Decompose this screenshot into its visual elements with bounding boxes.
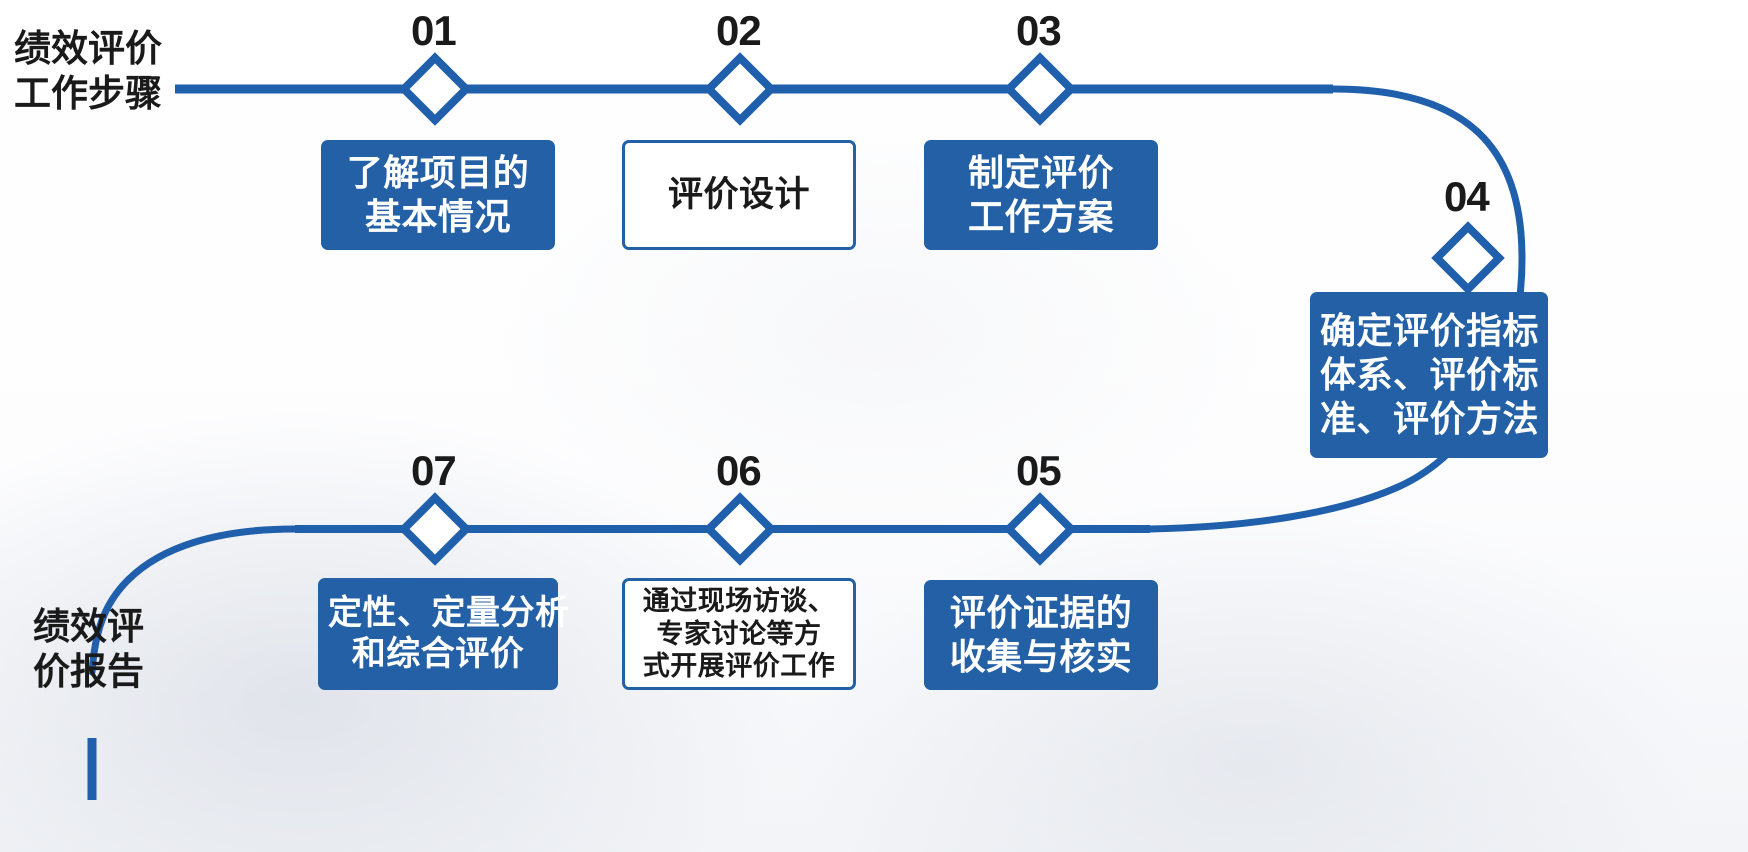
step-box-01-line-2: 基本情况 bbox=[364, 196, 511, 237]
step-box-03[interactable]: 制定评价 工作方案 bbox=[924, 140, 1158, 250]
step-box-02[interactable]: 评价设计 bbox=[622, 140, 856, 250]
step-box-04-line-3: 准、评价方法 bbox=[1320, 397, 1540, 439]
diamond-marker-02 bbox=[703, 52, 777, 126]
step-box-05[interactable]: 评价证据的 收集与核实 bbox=[924, 580, 1158, 690]
step-number-01: 01 bbox=[411, 7, 457, 54]
step-number-07: 07 bbox=[411, 447, 457, 494]
step-number-02: 02 bbox=[716, 7, 762, 54]
bottom-left-curve bbox=[88, 525, 299, 676]
step-box-07-line-1: 定性、定量分析 bbox=[328, 593, 570, 632]
step-number-05: 05 bbox=[1016, 447, 1062, 494]
diamond-marker-07 bbox=[398, 492, 472, 566]
step-box-06-line-2: 专家讨论等方 bbox=[656, 618, 822, 649]
step-box-01-line-1: 了解项目的 bbox=[346, 152, 530, 194]
step-box-06-line-3: 式开展评价工作 bbox=[642, 651, 836, 682]
step-box-07-line-2: 和综合评价 bbox=[351, 635, 525, 673]
step-box-04-line-1: 确定评价指标 bbox=[1320, 310, 1540, 352]
step-box-03-line-1: 制定评价 bbox=[967, 152, 1114, 194]
step-box-01[interactable]: 了解项目的 基本情况 bbox=[321, 140, 555, 250]
diamond-marker-06 bbox=[703, 492, 777, 566]
step-box-04-line-2: 体系、评价标 bbox=[1320, 354, 1540, 396]
step-number-04: 04 bbox=[1444, 173, 1490, 220]
step-box-06-line-1: 通过现场访谈、 bbox=[642, 585, 836, 616]
diamond-marker-01 bbox=[398, 52, 472, 126]
step-box-05-line-2: 收集与核实 bbox=[949, 636, 1133, 677]
step-box-05-line-1: 评价证据的 bbox=[949, 592, 1133, 634]
section-title-bottom-left-line-2: 价报告 bbox=[33, 651, 144, 693]
step-box-07[interactable]: 定性、定量分析 和综合评价 bbox=[318, 578, 570, 690]
step-number-03: 03 bbox=[1016, 7, 1062, 54]
section-title-top-left: 绩效评价 工作步骤 bbox=[14, 26, 162, 116]
step-box-02-line-1: 评价设计 bbox=[667, 174, 810, 214]
section-title-bottom-left: 绩效评 价报告 bbox=[33, 604, 144, 694]
step-box-03-line-2: 工作方案 bbox=[967, 196, 1114, 237]
step-box-04[interactable]: 确定评价指标 体系、评价标 准、评价方法 bbox=[1310, 292, 1548, 458]
step-box-06[interactable]: 通过现场访谈、 专家讨论等方 式开展评价工作 bbox=[622, 578, 856, 690]
step-number-06: 06 bbox=[716, 447, 762, 494]
section-title-top-left-line-2: 工作步骤 bbox=[14, 73, 162, 115]
diamond-marker-05 bbox=[1003, 492, 1077, 566]
diamond-marker-04 bbox=[1431, 221, 1505, 295]
section-title-top-left-line-1: 绩效评价 bbox=[14, 28, 162, 69]
section-title-bottom-left-line-1: 绩效评 bbox=[33, 606, 144, 647]
diamond-marker-03 bbox=[1003, 52, 1077, 126]
